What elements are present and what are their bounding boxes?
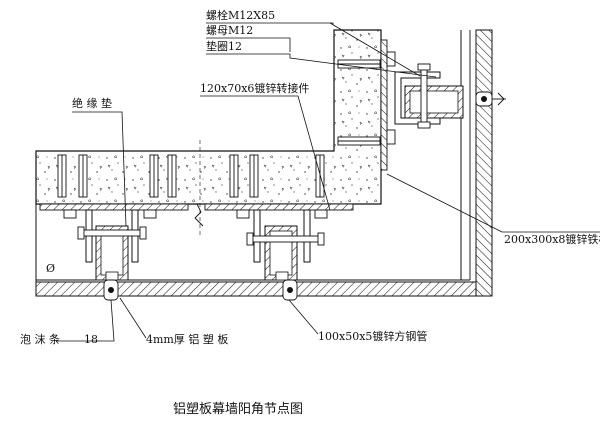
label-adapter: 120x70x6镀锌转接件: [200, 81, 309, 95]
label-dia: Ø: [46, 262, 55, 275]
label-plate: 200x300x8镀锌铁板: [504, 232, 600, 246]
panels: [35, 29, 493, 301]
anchor-bolts-slab: [57, 154, 325, 198]
label-foam-strip: 泡 沫 条: [20, 332, 60, 346]
break-line: [194, 203, 204, 227]
drawing-title: 铝塑板幕墙阳角节点图: [173, 402, 303, 417]
wall-adapter-tube: [394, 63, 464, 129]
embedded-plate-slab: [39, 203, 354, 211]
label-insulation-pad: 绝 缘 垫: [72, 96, 112, 110]
steel-tubes-slab: [77, 225, 325, 281]
right-marker: [492, 92, 506, 106]
label-washer: 垫圈12: [206, 39, 242, 53]
embedded-plate-wall: [380, 39, 388, 171]
concrete-structure: [35, 29, 382, 205]
label-bolt: 螺栓M12X85: [206, 8, 275, 22]
leader-lines: [56, 22, 600, 342]
label-panel: 4mm厚 铝 塑 板: [146, 332, 228, 346]
label-steel-tube: 100x50x5镀锌方钢管: [318, 329, 427, 343]
label-foam-strip-dia: 18: [84, 333, 98, 346]
label-nut: 螺母M12: [206, 24, 253, 37]
